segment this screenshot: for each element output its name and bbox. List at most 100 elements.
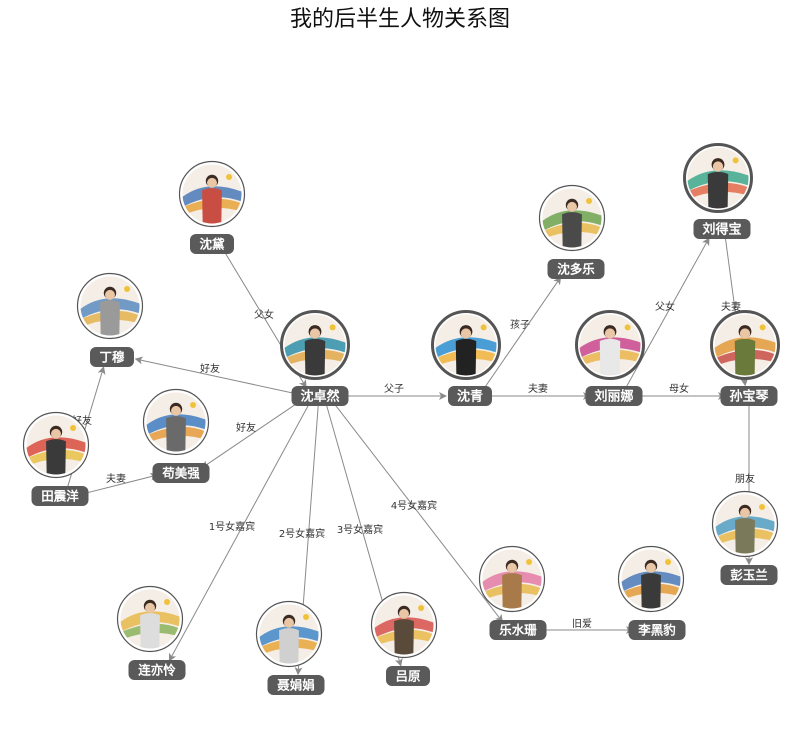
name-pill bbox=[291, 386, 349, 406]
person-node-tianzhenyang[interactable]: 田震洋 bbox=[22, 411, 90, 507]
name-pill bbox=[128, 660, 186, 680]
person-name: 丁穆 bbox=[99, 350, 125, 365]
person-name: 吕原 bbox=[395, 669, 421, 684]
relation-label: 孩子 bbox=[510, 318, 530, 331]
avatar-photo bbox=[579, 314, 641, 376]
avatar-photo bbox=[182, 164, 242, 224]
avatar-photo bbox=[687, 147, 749, 209]
person-name: 刘丽娜 bbox=[594, 389, 633, 405]
avatar-photo bbox=[621, 549, 681, 609]
person-name: 刘得宝 bbox=[702, 222, 741, 238]
relation-label: 4号女嘉宾 bbox=[391, 499, 437, 512]
graph-title: 我的后半生人物关系图 bbox=[290, 7, 510, 32]
person-name: 连亦怜 bbox=[138, 663, 176, 678]
relation-edge: 4号女嘉宾 bbox=[333, 403, 504, 623]
person-name: 乐水珊 bbox=[499, 623, 537, 638]
relation-edge: 1号女嘉宾 bbox=[168, 404, 310, 662]
relation-edge: 母女 bbox=[636, 382, 726, 400]
relation-label: 夫妻 bbox=[106, 472, 126, 485]
avatar-photo bbox=[714, 314, 776, 376]
relation-label: 2号女嘉宾 bbox=[279, 527, 325, 540]
relation-label: 夫妻 bbox=[721, 300, 741, 313]
person-node-lianyiling[interactable]: 连亦怜 bbox=[116, 585, 186, 681]
avatar-photo bbox=[715, 494, 775, 554]
person-name: 彭玉兰 bbox=[730, 568, 768, 583]
relation-edge: 好友 bbox=[134, 356, 299, 395]
name-pill bbox=[267, 675, 325, 695]
name-pill bbox=[152, 463, 210, 483]
relation-label: 旧爱 bbox=[572, 617, 592, 630]
person-node-shenzhuoran[interactable]: 沈卓然 bbox=[280, 310, 350, 407]
relation-edge-line bbox=[483, 276, 562, 389]
relation-edge: 好友 bbox=[201, 400, 302, 469]
relation-edge-line bbox=[333, 403, 504, 623]
name-pill bbox=[489, 620, 547, 640]
name-pill bbox=[448, 386, 492, 406]
person-name: 孙宝琴 bbox=[729, 389, 769, 405]
relation-edge: 旧爱 bbox=[540, 617, 634, 634]
name-pill bbox=[547, 259, 605, 279]
person-node-lvyuan[interactable]: 吕原 bbox=[370, 591, 438, 687]
name-pill bbox=[585, 386, 643, 406]
relation-label: 父子 bbox=[384, 383, 404, 395]
person-name: 苟美强 bbox=[161, 466, 200, 481]
relation-label: 1号女嘉宾 bbox=[209, 520, 255, 533]
name-pill bbox=[31, 486, 89, 506]
avatar-photo bbox=[26, 415, 86, 475]
person-node-sunbaoqin[interactable]: 孙宝琴 bbox=[710, 310, 780, 407]
relation-edge: 孩子 bbox=[483, 276, 562, 389]
name-pill bbox=[386, 666, 430, 686]
person-node-liheibao[interactable]: 李黑豹 bbox=[617, 545, 686, 641]
relation-label: 父女 bbox=[655, 300, 675, 313]
person-node-liudebao[interactable]: 刘得宝 bbox=[683, 143, 753, 240]
name-pill bbox=[720, 386, 778, 406]
name-pill bbox=[720, 565, 778, 585]
person-node-dingmu[interactable]: 丁穆 bbox=[76, 272, 144, 368]
relation-edge: 夫妻 bbox=[81, 472, 159, 495]
avatar-photo bbox=[435, 314, 497, 376]
name-pill bbox=[628, 620, 686, 640]
relation-edge: 夫妻 bbox=[492, 382, 591, 400]
person-name: 田震洋 bbox=[41, 489, 79, 504]
name-pill bbox=[190, 234, 234, 254]
person-name: 沈青 bbox=[457, 389, 483, 405]
person-node-leshuishan[interactable]: 乐水珊 bbox=[478, 545, 547, 641]
avatar-photo bbox=[482, 549, 542, 609]
relation-label: 好友 bbox=[200, 362, 220, 375]
name-pill bbox=[693, 219, 751, 239]
avatar-photo bbox=[374, 595, 434, 655]
relation-label: 好友 bbox=[236, 421, 256, 434]
relation-edge-line bbox=[81, 472, 159, 495]
avatar-photo bbox=[284, 314, 346, 376]
person-node-shenduole[interactable]: 沈多乐 bbox=[538, 184, 606, 280]
relation-label: 母女 bbox=[669, 382, 689, 395]
person-node-shendai[interactable]: 沈黛 bbox=[178, 160, 246, 255]
relation-edge-line bbox=[201, 400, 302, 469]
relation-edge: 父子 bbox=[342, 383, 447, 400]
avatar-photo bbox=[80, 276, 140, 336]
relation-label: 父女 bbox=[254, 308, 274, 321]
person-node-goumeiqiang[interactable]: 苟美强 bbox=[142, 388, 210, 484]
relation-label: 朋友 bbox=[735, 472, 755, 485]
person-name: 沈多乐 bbox=[557, 262, 595, 277]
avatar-photo bbox=[146, 392, 206, 452]
person-node-pengyulan[interactable]: 彭玉兰 bbox=[711, 490, 779, 586]
person-name: 沈卓然 bbox=[300, 389, 339, 405]
person-node-niejuanjuan[interactable]: 聂娟娟 bbox=[255, 600, 325, 696]
person-node-liulina[interactable]: 刘丽娜 bbox=[575, 310, 645, 407]
avatar-photo bbox=[542, 188, 602, 248]
relation-label: 夫妻 bbox=[528, 382, 548, 395]
person-name: 李黑豹 bbox=[637, 623, 676, 638]
person-name: 聂娟娟 bbox=[276, 678, 315, 693]
person-name: 沈黛 bbox=[199, 237, 225, 252]
relation-label: 3号女嘉宾 bbox=[337, 523, 383, 536]
avatar-photo bbox=[120, 589, 180, 649]
name-pill bbox=[90, 347, 134, 367]
avatar-photo bbox=[259, 604, 319, 664]
relation-edge-line bbox=[168, 404, 310, 662]
person-node-shenqing[interactable]: 沈青 bbox=[431, 310, 501, 407]
relation-edge-line bbox=[134, 356, 299, 395]
